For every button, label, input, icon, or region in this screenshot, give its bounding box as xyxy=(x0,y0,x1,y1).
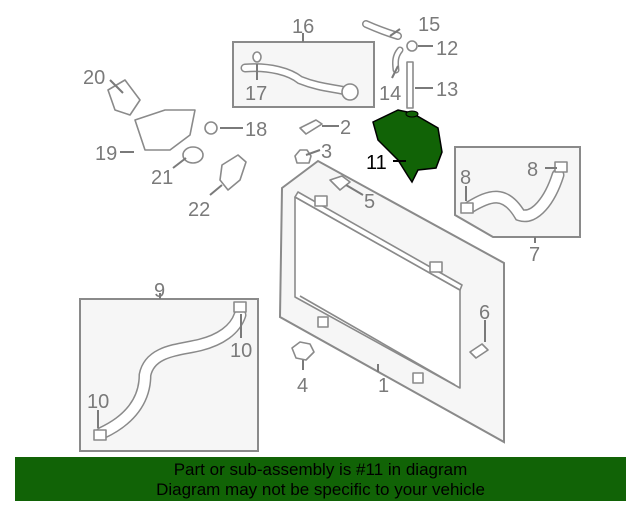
info-banner: Part or sub-assembly is #11 in diagram D… xyxy=(15,457,626,501)
water-outlet-19[interactable] xyxy=(134,109,196,151)
callout-1: 1 xyxy=(378,375,389,397)
callout-2: 2 xyxy=(340,117,351,139)
callout-7: 7 xyxy=(529,244,540,266)
gasket-18[interactable] xyxy=(204,121,218,135)
bracket-2[interactable] xyxy=(299,119,323,135)
hose-13[interactable] xyxy=(406,61,414,109)
callout-17: 17 xyxy=(245,83,267,105)
callout-5: 5 xyxy=(364,191,375,213)
clamp-10[interactable] xyxy=(93,429,107,441)
banner-disclaimer: Diagram may not be specific to your vehi… xyxy=(156,480,485,499)
callout-14: 14 xyxy=(379,83,401,105)
callout-10-left: 10 xyxy=(87,391,109,413)
callout-9: 9 xyxy=(154,280,165,302)
radiator[interactable] xyxy=(294,191,463,389)
drain-plug-6[interactable] xyxy=(469,343,489,359)
callout-18: 18 xyxy=(245,119,267,141)
group-box-7 xyxy=(454,146,581,238)
callout-3: 3 xyxy=(321,141,332,163)
callout-4: 4 xyxy=(297,375,308,397)
callout-12: 12 xyxy=(436,38,458,60)
callout-21: 21 xyxy=(151,167,173,189)
callout-22: 22 xyxy=(188,199,210,221)
thermostat-21[interactable] xyxy=(182,146,204,164)
callout-8-left: 8 xyxy=(460,167,471,189)
bushing-4[interactable] xyxy=(291,341,315,361)
callout-6: 6 xyxy=(479,302,490,324)
clamp-10[interactable] xyxy=(233,301,247,313)
leader-lines xyxy=(97,28,557,428)
pipe-flange xyxy=(341,83,359,101)
reservoir-cap[interactable] xyxy=(405,110,419,118)
cap-5[interactable] xyxy=(329,175,351,191)
bracket-20[interactable] xyxy=(107,79,141,116)
housing-22[interactable] xyxy=(219,154,247,191)
callout-20: 20 xyxy=(83,67,105,89)
clamp-8[interactable] xyxy=(460,202,474,214)
bushing-3[interactable] xyxy=(294,149,312,164)
callout-13: 13 xyxy=(436,79,458,101)
callout-11: 11 xyxy=(366,152,387,174)
o-ring[interactable] xyxy=(252,51,262,63)
callout-8-right: 8 xyxy=(527,159,538,181)
callout-10-right: 10 xyxy=(230,340,252,362)
callout-15: 15 xyxy=(418,14,440,36)
banner-part-note: Part or sub-assembly is #11 in diagram xyxy=(173,460,468,479)
callout-19: 19 xyxy=(95,143,117,165)
callout-16: 16 xyxy=(292,16,314,38)
connector-12[interactable] xyxy=(406,40,418,52)
